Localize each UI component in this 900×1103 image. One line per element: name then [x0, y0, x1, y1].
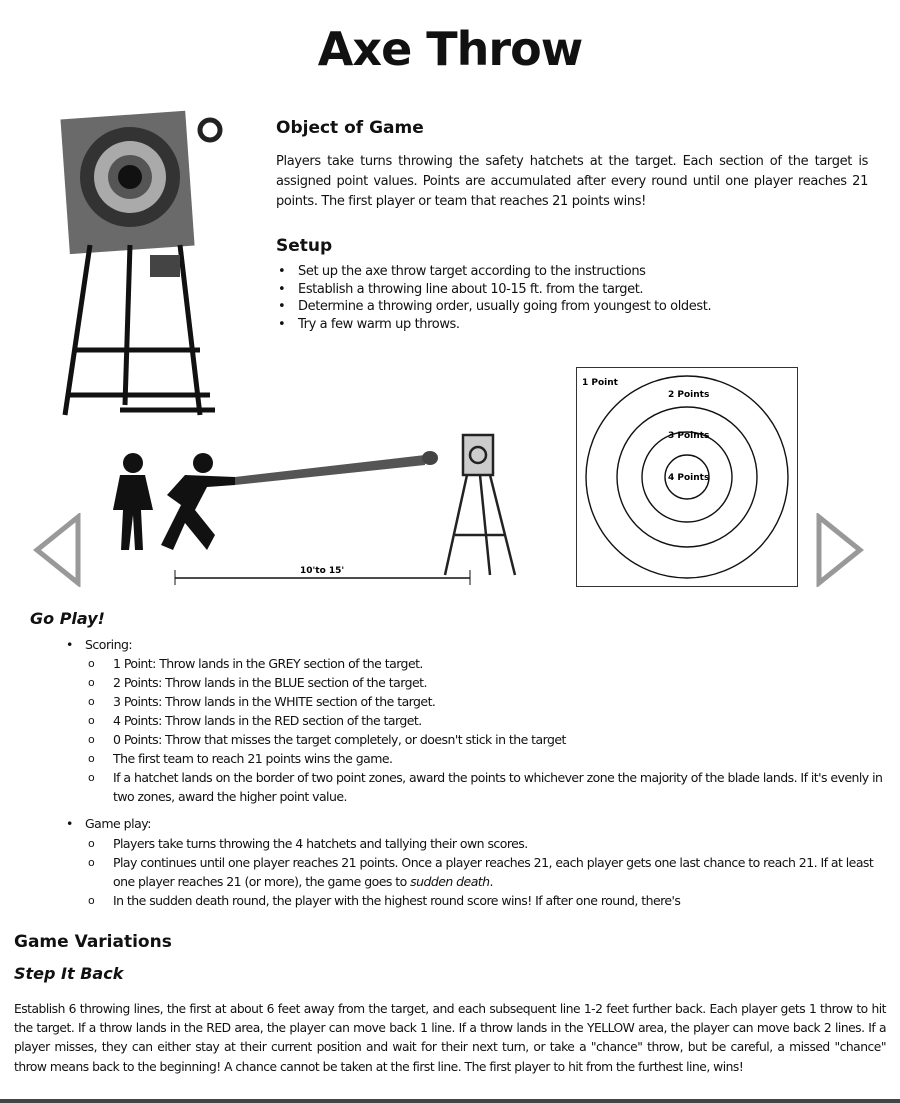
object-text: Players take turns throwing the safety h…	[276, 154, 868, 209]
scoring-item: 2 Points: Throw lands in the BLUE sectio…	[88, 673, 883, 692]
object-heading: Object of Game	[276, 118, 424, 138]
scoring-item: 3 Points: Throw lands in the WHITE secti…	[88, 692, 883, 711]
scoring-item: If a hatchet lands on the border of two …	[88, 768, 883, 806]
label-3-points: 3 Points	[668, 431, 709, 441]
distance-label: 10'to 15'	[300, 566, 344, 576]
gameplay-item-text: Play continues until one player reaches …	[113, 855, 874, 889]
label-2-points: 2 Points	[668, 390, 709, 400]
throwing-distance-diagram: 10'to 15'	[113, 433, 517, 585]
gameplay-item: Play continues until one player reaches …	[88, 853, 883, 891]
scoring-item: The first team to reach 21 points wins t…	[88, 749, 883, 768]
go-play-heading: Go Play!	[30, 609, 105, 628]
step-it-back-heading: Step It Back	[14, 964, 124, 983]
bottom-border	[0, 1099, 900, 1103]
label-1-point: 1 Point	[582, 378, 619, 388]
scoring-item: 1 Point: Throw lands in the GREY section…	[88, 654, 883, 673]
game-variations-heading: Game Variations	[14, 932, 172, 952]
gameplay-item: In the sudden death round, the player wi…	[88, 891, 883, 910]
setup-item: Set up the axe throw target according to…	[276, 263, 711, 281]
ring-3	[641, 431, 733, 523]
next-page-arrow-icon[interactable]	[815, 513, 865, 587]
setup-item: Determine a throwing order, usually goin…	[276, 298, 712, 316]
scoring-label: Scoring:	[66, 637, 133, 652]
setup-item: Establish a throwing line about 10-15 ft…	[276, 281, 711, 299]
step-it-back-text: Establish 6 throwing lines, the first at…	[14, 1002, 887, 1074]
target-scoring-diagram: 1 Point 2 Points 3 Points 4 Points	[576, 367, 798, 587]
ring-4	[664, 454, 710, 500]
gameplay-item: Players take turns throwing the 4 hatche…	[88, 834, 883, 853]
ring-1	[585, 375, 789, 579]
previous-page-arrow-icon[interactable]	[32, 513, 82, 587]
scoring-item: 0 Points: Throw that misses the target c…	[88, 730, 883, 749]
label-4-points: 4 Points	[668, 473, 709, 483]
ring-2	[616, 406, 758, 548]
page-title: Axe Throw	[317, 22, 583, 76]
scoring-item: 4 Points: Throw lands in the RED section…	[88, 711, 883, 730]
gameplay-label: Game play:	[66, 816, 151, 831]
sudden-death-emphasis: sudden death	[410, 874, 490, 889]
setup-heading: Setup	[276, 236, 333, 256]
target-stand-photo	[60, 110, 223, 416]
setup-list: Set up the axe throw target according to…	[276, 263, 712, 334]
setup-item: Try a few warm up throws.	[276, 316, 711, 334]
